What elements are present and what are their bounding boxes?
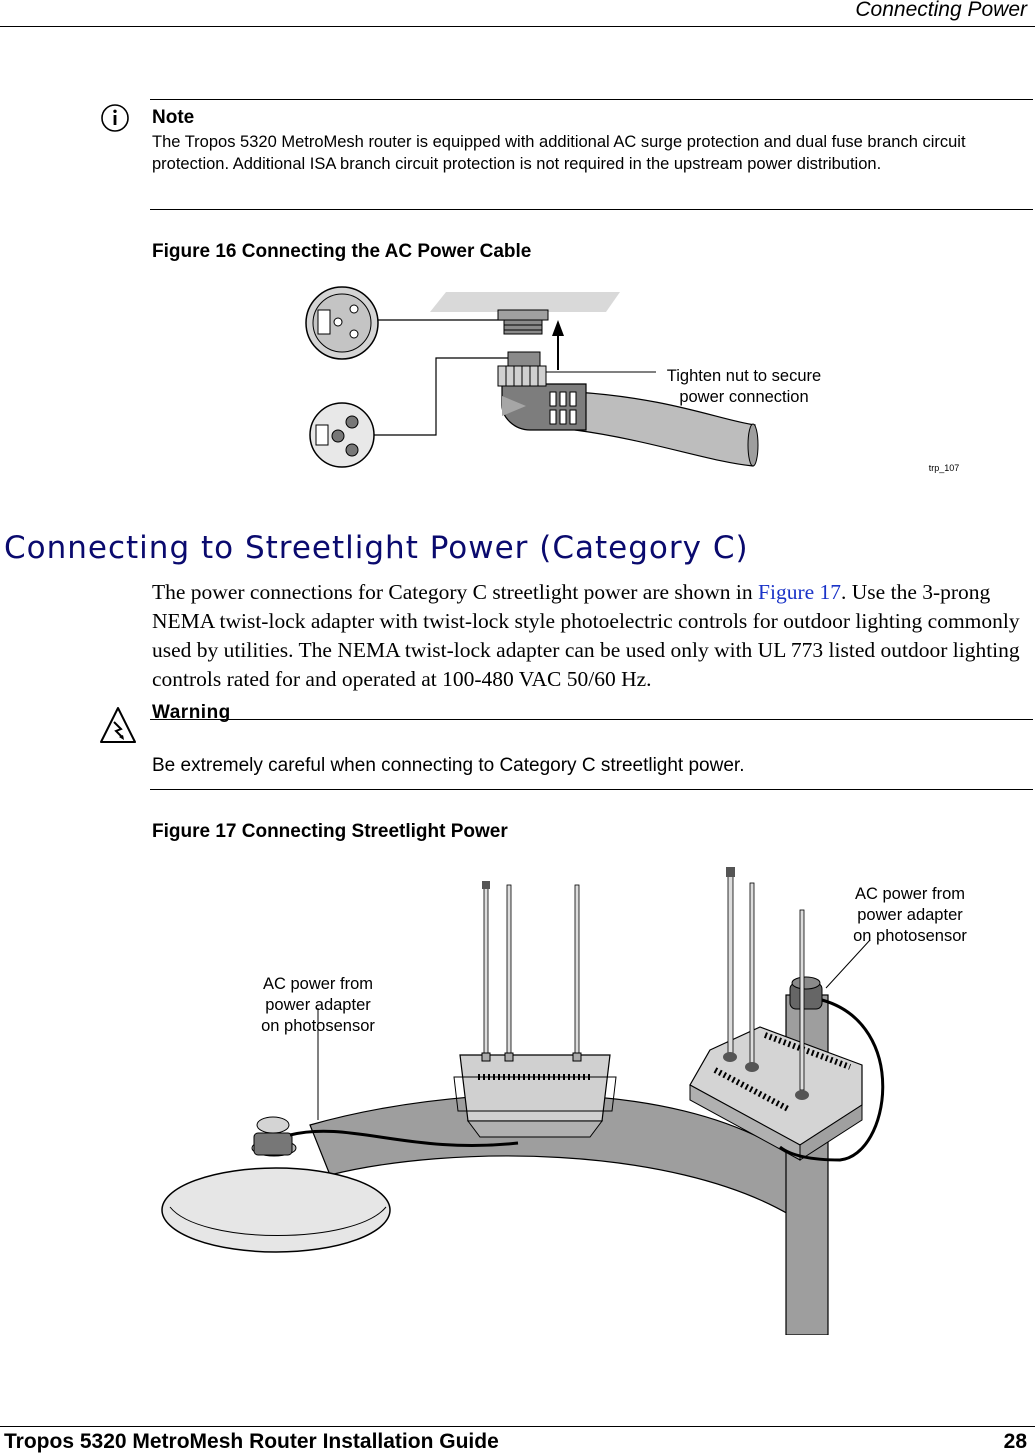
figure16-ref: trp_107 [929,463,960,473]
header-rule [0,26,1035,27]
warning-top-rule [150,719,1033,720]
figure17-left-label-line1: AC power from [263,975,373,993]
figure17-right-label-line2: power adapter [857,906,963,924]
body-paragraph: The power connections for Category C str… [152,578,1032,694]
warning-label: Warning [152,702,231,723]
figure17-left-label-line2: power adapter [265,996,371,1014]
connector-face-top-icon [305,286,379,360]
figure16-callout-line1: Tighten nut to secure [667,367,821,385]
warning-bottom-rule [150,789,1033,790]
figure16-illustration: Tighten nut to secure power connection t… [305,286,960,473]
figure17-illustration: AC power from power adapter on photosens… [161,867,967,1335]
figure16-caption: Figure 16 Connecting the AC Power Cable [152,241,532,262]
figure16-callout-line2: power connection [679,388,808,406]
warning-icon [100,707,136,743]
figure17-link[interactable]: Figure 17 [758,580,842,604]
section-heading: Connecting to Streetlight Power (Categor… [4,530,749,566]
running-header: Connecting Power [855,0,1027,21]
body-text-start: The power connections for Category C str… [152,580,759,604]
note-top-rule [150,99,1033,100]
figure17-caption: Figure 17 Connecting Streetlight Power [152,821,508,842]
info-icon [101,104,129,132]
figure17-right-label-line1: AC power from [855,885,965,903]
warning-text: Be extremely careful when connecting to … [152,755,745,776]
figure17-right-label-line3: on photosensor [853,927,967,945]
footer-title: Tropos 5320 MetroMesh Router Installatio… [4,1430,499,1453]
note-bottom-rule [150,209,1033,210]
body-text-end: . Use the 3-prong NEMA twist-lock adapte… [152,580,1020,691]
page-number: 28 [1003,1430,1027,1453]
connector-face-bottom-icon [309,402,375,468]
footer-rule [0,1426,1035,1427]
note-label: Note [152,107,195,128]
figure17-left-label-line3: on photosensor [261,1017,375,1035]
note-text: The Tropos 5320 MetroMesh router is equi… [152,133,966,173]
